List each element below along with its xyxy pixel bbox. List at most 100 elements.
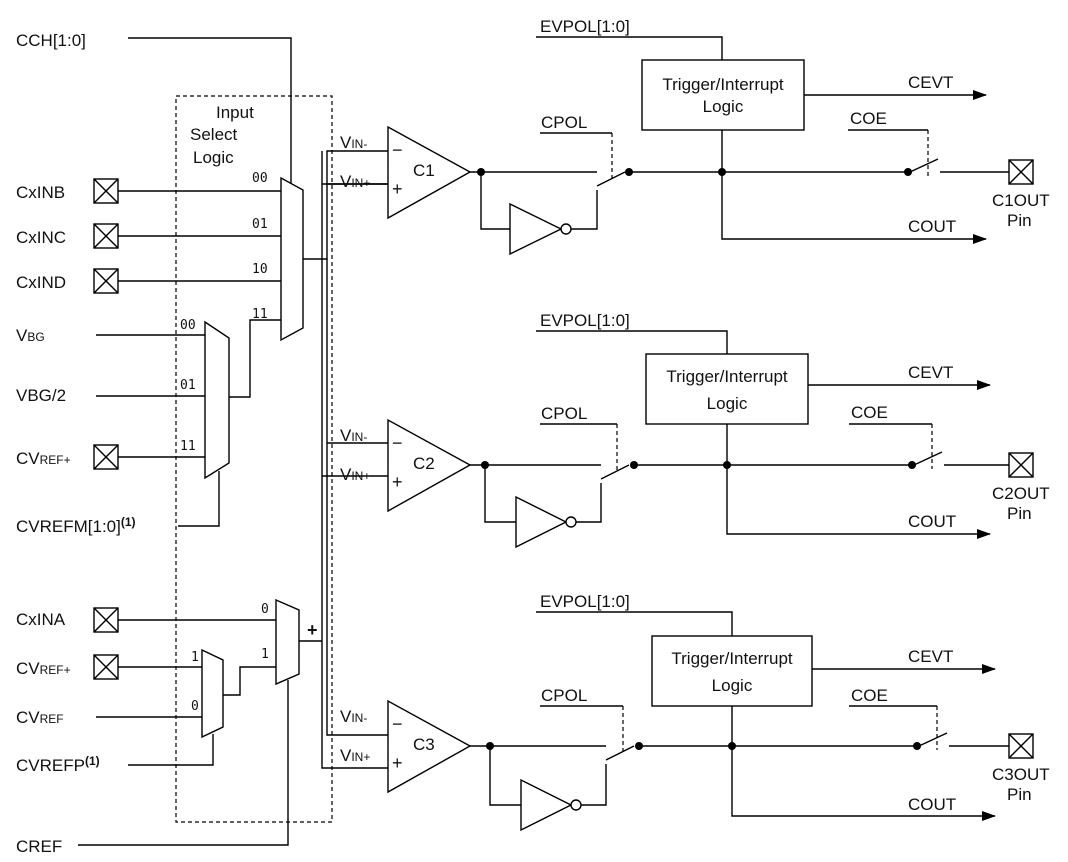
c1-cevt-label: CEVT xyxy=(908,73,953,92)
c1-vin-minus-label: VIN- xyxy=(340,133,367,152)
vbg-mux-code-01: 01 xyxy=(180,378,196,393)
c1-cpol-label: CPOL xyxy=(541,113,587,132)
input-select-label-3: Logic xyxy=(193,148,234,167)
c2-minus-sign: − xyxy=(392,433,403,453)
input-select-label-2: Select xyxy=(190,125,238,144)
c2-pin-label-1: C2OUT xyxy=(992,484,1050,503)
vbg-label: VBG xyxy=(16,326,45,345)
input-select-region xyxy=(175,95,333,823)
vin-plus-mux-code-1: 1 xyxy=(261,647,269,662)
vin-plus-mux xyxy=(275,598,300,686)
mux-code-11: 11 xyxy=(252,307,268,322)
vbg-mux xyxy=(204,320,230,480)
cref-label: CREF xyxy=(16,837,62,856)
c1-cout-label: COUT xyxy=(908,217,956,236)
mux-code-00: 00 xyxy=(252,171,268,186)
cxinb-pin-icon xyxy=(93,178,119,204)
c1-coe-label: COE xyxy=(850,109,887,128)
c2-coe-label: COE xyxy=(851,403,888,422)
c3-evpol-label: EVPOL[1:0] xyxy=(540,592,630,611)
c2-name: C2 xyxy=(413,454,435,473)
c2-cevt-label: CEVT xyxy=(908,363,953,382)
c1-trigger-line1: Trigger/Interrupt xyxy=(662,75,784,94)
c1-evpol-label: EVPOL[1:0] xyxy=(540,17,630,36)
c2-cpol-switch xyxy=(600,464,630,480)
cvref-label: CVREF xyxy=(16,708,64,727)
vbg-mux-code-11: 11 xyxy=(180,439,196,454)
c3-inverter xyxy=(520,778,573,832)
c3-trigger-logic xyxy=(651,635,813,707)
vin-plus-mux-code-0: 0 xyxy=(261,602,269,617)
comparator-c2 xyxy=(387,418,472,513)
c1-pin-label-2: Pin xyxy=(1007,211,1032,230)
c1-cpol-switch xyxy=(596,171,626,187)
c3-cevt-label: CEVT xyxy=(908,647,953,666)
c3-minus-sign: − xyxy=(392,714,403,734)
c1-plus-sign: + xyxy=(392,179,403,199)
main-mux xyxy=(280,176,304,342)
c3-vin-plus-label: VIN+ xyxy=(340,746,370,765)
cch-wire xyxy=(128,37,292,190)
c1out-pin-icon xyxy=(1008,159,1034,185)
c1-trigger-line2: Logic xyxy=(703,97,744,116)
cxina-pin-icon xyxy=(93,607,119,633)
cvref-mux-code-0: 0 xyxy=(191,699,199,714)
cvrefm-label: CVREFM[1:0](1) xyxy=(16,515,136,536)
cvref-plus-2-label: CVREF+ xyxy=(16,659,71,678)
c1-trigger-logic xyxy=(641,59,805,131)
c3-cpol-switch xyxy=(605,745,635,761)
comparator-c3 xyxy=(387,699,472,794)
c3-vin-minus-label: VIN- xyxy=(340,707,367,726)
c2-pin-label-2: Pin xyxy=(1007,504,1032,523)
comparator-unit-c2: VIN- VIN+ − + C2 CPOL Trigger/Interrupt … xyxy=(340,311,1050,549)
cvref-mux-code-1: 1 xyxy=(191,650,199,665)
c2-coe-switch xyxy=(913,451,943,466)
cvref-plus-label: CVREF+ xyxy=(16,449,71,468)
cxind-label: CxIND xyxy=(16,273,66,292)
c3-cout-label: COUT xyxy=(908,795,956,814)
cxinc-label: CxINC xyxy=(16,228,66,247)
c3-plus-sign: + xyxy=(392,753,403,773)
c3-name: C3 xyxy=(413,735,435,754)
c3-pin-label-1: C3OUT xyxy=(992,765,1050,784)
cxina-label: CxINA xyxy=(16,610,66,629)
c3out-pin-icon xyxy=(1008,733,1034,759)
comparator-unit-c3: VIN- VIN+ − + C3 CPOL Trigger/Interrupt … xyxy=(340,592,1050,832)
c3-coe-label: COE xyxy=(851,686,888,705)
c2out-pin-icon xyxy=(1008,452,1034,478)
vbg-half-label: VBG/2 xyxy=(16,386,66,405)
vin-plus-mux-sign: + xyxy=(307,620,318,640)
c2-vin-plus-label: VIN+ xyxy=(340,465,370,484)
c2-evpol-label: EVPOL[1:0] xyxy=(540,311,630,330)
c2-trigger-line2: Logic xyxy=(707,394,748,413)
mux-code-10: 10 xyxy=(252,262,268,277)
c2-trigger-logic xyxy=(645,353,809,425)
vbg-mux-code-00: 00 xyxy=(180,318,196,333)
c1-vin-plus-label: VIN+ xyxy=(340,172,370,191)
c2-cout-label: COUT xyxy=(908,512,956,531)
c2-plus-sign: + xyxy=(392,472,403,492)
cvref-mux xyxy=(201,648,224,739)
c2-inverter xyxy=(515,495,568,549)
c2-trigger-line1: Trigger/Interrupt xyxy=(666,367,788,386)
c3-trigger-line2: Logic xyxy=(712,676,753,695)
c1-name: C1 xyxy=(413,161,435,180)
c2-cpol-label: CPOL xyxy=(541,404,587,423)
c1-coe-switch xyxy=(909,158,939,173)
c2-vin-minus-label: VIN- xyxy=(340,426,367,445)
cvref-plus-2-pin-icon xyxy=(93,654,119,680)
c3-trigger-line1: Trigger/Interrupt xyxy=(671,649,793,668)
cxind-pin-icon xyxy=(93,268,119,294)
c3-cpol-label: CPOL xyxy=(541,686,587,705)
cvref-plus-pin-icon xyxy=(93,444,119,470)
c1-pin-label-1: C1OUT xyxy=(992,191,1050,210)
mux-code-01: 01 xyxy=(252,217,268,232)
cvrefp-label: CVREFP(1) xyxy=(16,754,100,775)
cch-label: CCH[1:0] xyxy=(16,31,86,50)
comparator-c1 xyxy=(387,125,472,220)
input-select-label-1: Input xyxy=(216,103,254,122)
c3-coe-switch xyxy=(918,732,948,747)
cxinb-label: CxINB xyxy=(16,183,65,202)
c1-inverter xyxy=(509,202,563,256)
